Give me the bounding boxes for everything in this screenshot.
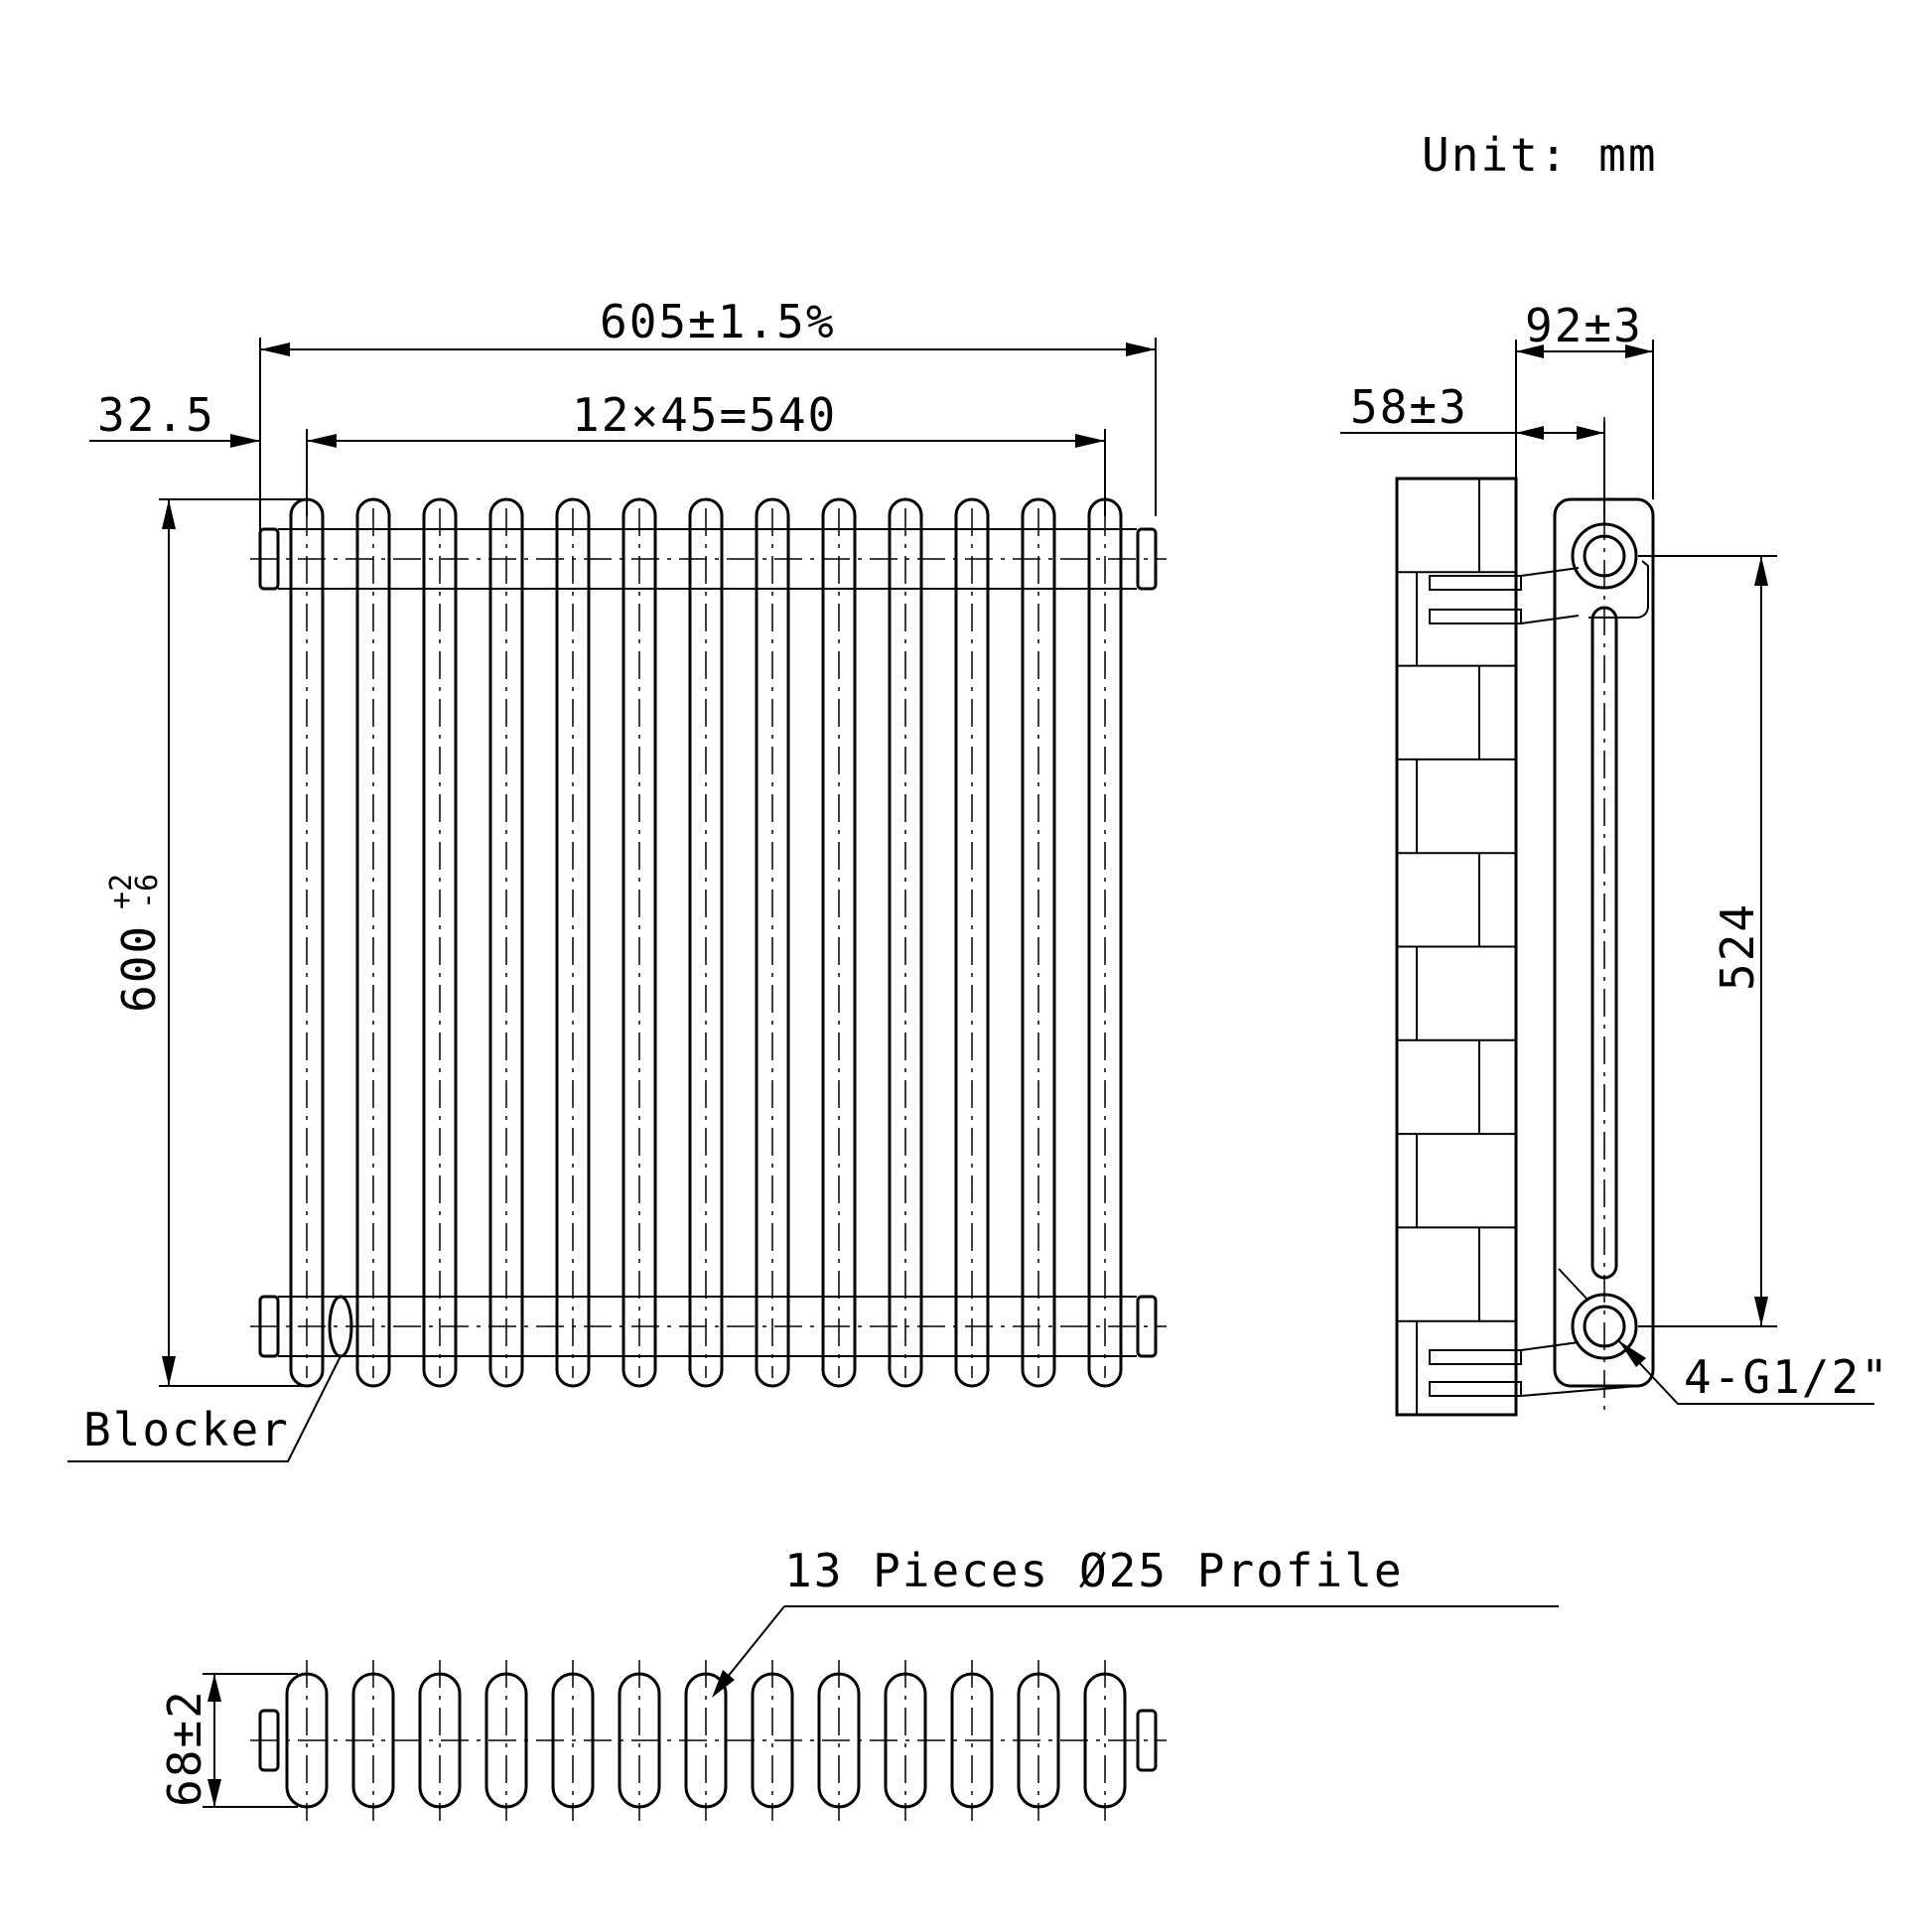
port-centers-label: 524 [1711,902,1764,991]
front-column-tube [621,497,657,1388]
front-columns [289,497,1123,1388]
front-column-tube [422,497,458,1388]
unit-label: Unit: mm [1422,128,1658,182]
front-column-tube [821,497,857,1388]
bottom-diagonal [1558,1268,1589,1302]
left-top-plug [258,527,280,591]
top-header-side-lug [1588,560,1649,619]
right-top-plug [1136,527,1158,591]
arrow [1754,556,1768,586]
arrow [712,1670,735,1698]
top-depth-label: 68±2 [158,1689,211,1807]
bolt [1429,1349,1522,1365]
wall-brick-pattern [1397,479,1516,1415]
arrow [1075,434,1105,448]
pitch-label: 12×45=540 [572,388,837,442]
top-view-columns [285,1660,1127,1821]
arrow [1577,426,1604,440]
arrow [207,1779,221,1807]
profile-label: 13 Pieces Ø25 Profile [784,1544,1404,1597]
bottom-port-inner [1583,1305,1626,1348]
wall-offset-label: 58±3 [1350,380,1468,434]
bracket-line [1520,567,1580,577]
bolt [1429,609,1522,624]
arrow [1126,343,1156,356]
depth-overall-label: 92±3 [1525,299,1643,352]
blocker-leader [68,1355,342,1462]
top-port-inner [1583,534,1626,578]
bracket-line [1520,615,1580,624]
side-view: 92±3 58±3 524 4-G1/2" [1340,299,1890,1417]
front-column-tube [954,497,990,1388]
left-bottom-plug [258,1295,280,1358]
overall-width-label: 605±1.5% [600,295,836,348]
arrow [1618,1340,1646,1367]
arrow [1516,426,1544,440]
height-label-group: 600 +2 -6 [104,874,166,1013]
front-column-tube [488,497,524,1388]
front-column-tube [888,497,923,1388]
bolt [1429,1381,1522,1397]
bracket-line [1520,1341,1580,1351]
arrow [162,1356,176,1386]
top-view: 13 Pieces Ø25 Profile 68±2 [158,1544,1559,1821]
top-bracket [1429,567,1580,624]
bottom-port-outer [1571,1293,1638,1360]
arrow [307,434,337,448]
arrow [1754,1297,1768,1326]
arrow [1625,345,1653,358]
front-column-tube [355,497,391,1388]
profile-leader [718,1605,785,1689]
arrow [230,434,260,448]
height-label: 600 [112,924,166,1013]
front-column-tube [755,497,790,1388]
edge-offset-label: 32.5 [97,388,215,442]
bottom-bracket [1429,1341,1639,1397]
top-view-right-plug [1136,1709,1158,1772]
front-column-tube [555,497,591,1388]
arrow [260,343,290,356]
connection-label: 4-G1/2" [1684,1350,1890,1404]
height-tol-plus: +2 [104,874,139,909]
bolt [1429,575,1522,591]
front-column-tube [1021,497,1056,1388]
arrow [162,499,176,529]
bracket-line [1520,1385,1639,1397]
arrow [207,1674,221,1702]
blocker-label: Blocker [83,1403,290,1456]
arrow [1516,345,1544,358]
front-view: Blocker 605±1.5% 12×45=540 32.5 600 +2 -… [68,295,1167,1462]
right-bottom-plug [1136,1295,1158,1358]
front-column-tube [688,497,724,1388]
top-view-left-plug [258,1709,280,1772]
height-tol-minus: -6 [130,874,165,909]
